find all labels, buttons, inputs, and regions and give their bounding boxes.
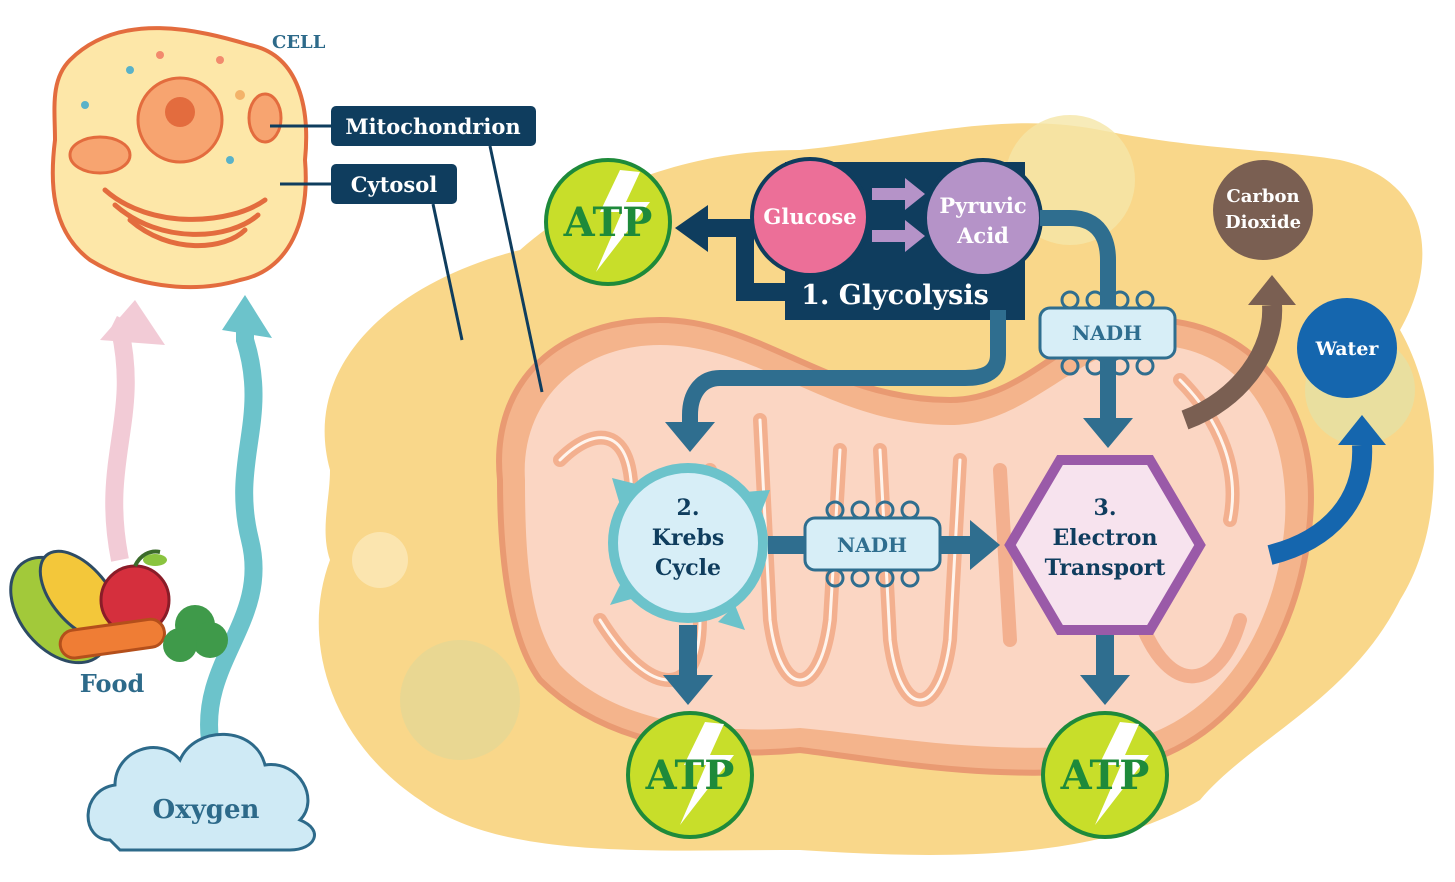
nadh-top-label: NADH [1072,321,1142,345]
atp-krebs-label: ATP [645,752,735,799]
oxygen-arrowhead [222,295,272,338]
cytosol-blob-4 [352,532,408,588]
arrow-to-atp-top [700,219,800,301]
cell-label: CELL [272,32,326,53]
pointer-mitochondrion-long [488,145,544,393]
arrow-to-water-head [1338,415,1386,445]
food-icon [9,549,228,665]
krebs-cycle-node [608,463,768,623]
pyruvic-label-1: Pyruvic [939,193,1026,218]
mitochondrion-label: Mitochondrion [345,114,520,139]
nadh-top-badge: NADH [1038,290,1177,376]
nadh-mid-badge: NADH [803,500,942,588]
arrow-to-atp-top-head [675,205,708,252]
arrow-et-to-atp-head [1080,675,1130,705]
cell-mitochondrion-1 [68,135,132,175]
et-label-2: Electron [1053,525,1158,551]
food-arrow [105,315,135,562]
pointer-cytosol-long [431,203,464,341]
arrow-glycolysis-to-krebs [682,310,1006,430]
et-label-3: Transport [1045,555,1167,581]
cell-er [102,187,268,249]
arrow-krebs-to-et-head [970,520,1000,570]
co2-label-1: Carbon [1226,186,1299,207]
carbon-dioxide-node [1213,160,1313,260]
cell-vesicles [81,51,245,164]
krebs-label-1: 2. [677,495,700,521]
cytosol-blob-2 [400,640,520,760]
oxygen-label: Oxygen [153,795,260,825]
krebs-cycle-arrows [610,478,770,630]
glycolysis-label: 1. Glycolysis [801,280,989,311]
et-label-1: 3. [1094,495,1117,521]
pyruvic-acid-node [923,158,1043,278]
nadh-mid-label: NADH [837,533,907,557]
arrow-pyruvic-to-et-head [1083,418,1133,448]
cytosol-tag [331,164,457,204]
pyruvic-label-2: Acid [956,223,1009,248]
glycolysis-arrows [872,178,925,252]
arrow-to-water [1267,444,1373,565]
oxygen-arrow [200,320,263,742]
krebs-label-2: Krebs [652,525,724,551]
mitochondrion-tag [331,106,536,146]
water-label: Water [1315,338,1380,360]
cytosol-label: Cytosol [351,172,437,197]
co2-label-2: Dioxide [1225,212,1301,233]
atp-top-label: ATP [563,199,653,246]
glucose-label: Glucose [763,204,856,229]
arrow-krebs-to-atp-head [663,675,713,705]
arrow-to-co2-head [1248,275,1296,305]
atp-et-badge: ATP [1041,711,1169,839]
arrow-glycolysis-to-krebs-head [665,422,715,452]
food-arrowhead [100,300,165,345]
cell-nucleolus [165,97,195,127]
glucose-node [750,157,870,277]
oxygen-cloud [86,732,316,852]
food-label: Food [80,669,145,698]
atp-top-badge: ATP [544,158,672,286]
krebs-label-3: Cycle [655,555,721,581]
cell-mitochondrion-2 [247,92,283,144]
arrow-to-co2 [1181,304,1283,430]
atp-et-label: ATP [1060,752,1150,799]
water-node [1297,298,1397,398]
electron-transport-node [1004,455,1206,635]
arrow-pyruvic-to-et [1040,210,1116,420]
atp-krebs-badge: ATP [626,711,754,839]
